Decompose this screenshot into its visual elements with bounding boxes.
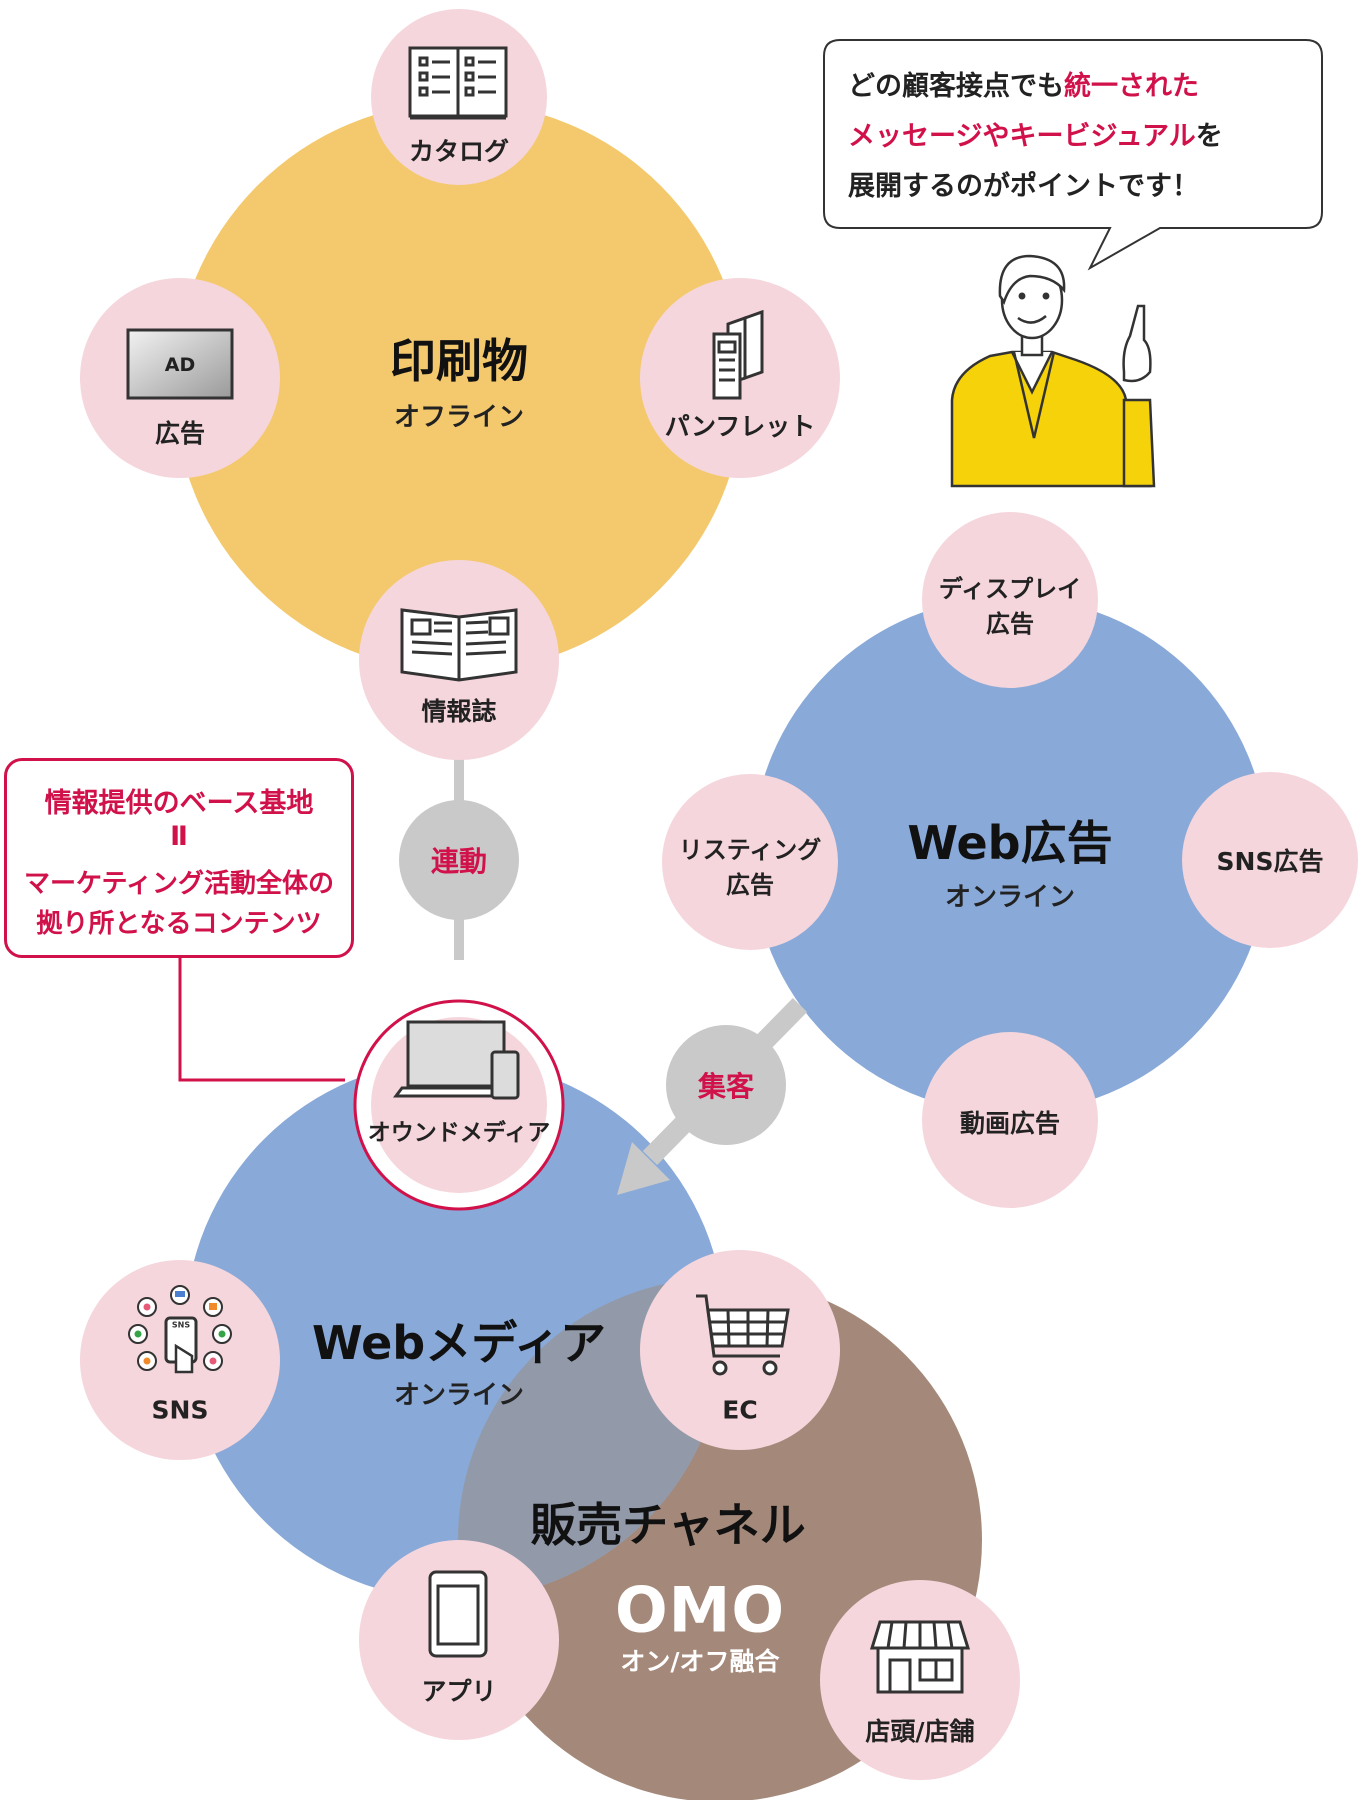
node-video-ad[interactable] — [922, 1032, 1098, 1208]
app-label: アプリ — [421, 1677, 497, 1706]
catalog-icon — [408, 46, 508, 120]
ad-badge-text: AD — [164, 354, 196, 376]
node-display-ad[interactable] — [922, 512, 1098, 688]
listing-ad-label: リスティング 広告 — [678, 836, 822, 899]
bubble-line-1: どの顧客接点でも統一された — [848, 71, 1199, 102]
pamphlet-label: パンフレット — [664, 412, 816, 441]
callout-line-3: マーケティング活動全体の — [24, 869, 334, 899]
speech-bubble-text: どの顧客接点でも統一された メッセージやキービジュアルを 展開するのがポイントで… — [848, 62, 1223, 212]
ad-board-icon — [126, 328, 234, 400]
ad-label: 広告 — [154, 419, 206, 448]
smartphone-icon — [428, 1570, 488, 1658]
store-icon — [869, 1620, 971, 1694]
attract-arrow-head — [617, 1142, 670, 1195]
pamphlet-icon — [712, 309, 764, 400]
laptop-phone-icon — [393, 1020, 520, 1100]
store-label: 店頭/店舗 — [865, 1717, 975, 1746]
omo-subtitle: オン/オフ融合 — [620, 1647, 780, 1676]
sns-icon — [128, 1285, 232, 1374]
bubble-line-2: メッセージやキービジュアルを — [848, 121, 1223, 152]
attract-circle — [666, 1025, 786, 1145]
print-circle — [174, 102, 744, 672]
webad-subtitle: オンライン — [944, 882, 1076, 913]
webad-title: Web広告 — [907, 816, 1113, 870]
callout-connector — [178, 958, 345, 1082]
linkage-circle — [399, 800, 519, 920]
ec-label: EC — [722, 1395, 758, 1425]
video-ad-label: 動画広告 — [959, 1109, 1061, 1138]
print-subtitle: オフライン — [393, 402, 525, 433]
node-sns-ad[interactable] — [1182, 772, 1358, 948]
node-listing-ad[interactable] — [662, 774, 838, 950]
magazine-label: 情報誌 — [421, 697, 497, 726]
webad-circle — [752, 597, 1268, 1113]
shopping-cart-icon — [696, 1294, 790, 1376]
print-title: 印刷物 — [390, 334, 528, 388]
presenter-illustration — [950, 254, 1156, 488]
sns-label: SNS — [151, 1395, 209, 1425]
node-ec[interactable] — [640, 1250, 840, 1450]
owned-media-label: オウンドメディア — [367, 1120, 551, 1146]
magazine-icon — [400, 608, 518, 682]
sales-title: 販売チャネル — [530, 1498, 806, 1552]
display-ad-label: ディスプレイ 広告 — [938, 575, 1082, 638]
speech-bubble — [823, 39, 1323, 271]
sns-phone-text: SNS — [171, 1320, 191, 1330]
webmedia-title: Webメディア — [311, 1316, 607, 1370]
webmedia-subtitle: オンライン — [393, 1380, 525, 1411]
omo-title: OMO — [614, 1573, 786, 1647]
linkage-label: 連動 — [430, 845, 488, 878]
catalog-label: カタログ — [408, 137, 510, 166]
bubble-line-3: 展開するのがポイントです！ — [848, 171, 1199, 202]
callout-line-1: 情報提供のベース基地 — [44, 788, 314, 819]
sns-ad-label: SNS広告 — [1216, 847, 1324, 876]
callout-line-2: Ⅱ — [170, 821, 188, 852]
base-content-callout: 情報提供のベース基地 Ⅱ マーケティング活動全体の 拠り所となるコンテンツ — [4, 758, 354, 958]
callout-line-4: 拠り所となるコンテンツ — [36, 909, 322, 939]
attract-label: 集客 — [697, 1070, 755, 1103]
